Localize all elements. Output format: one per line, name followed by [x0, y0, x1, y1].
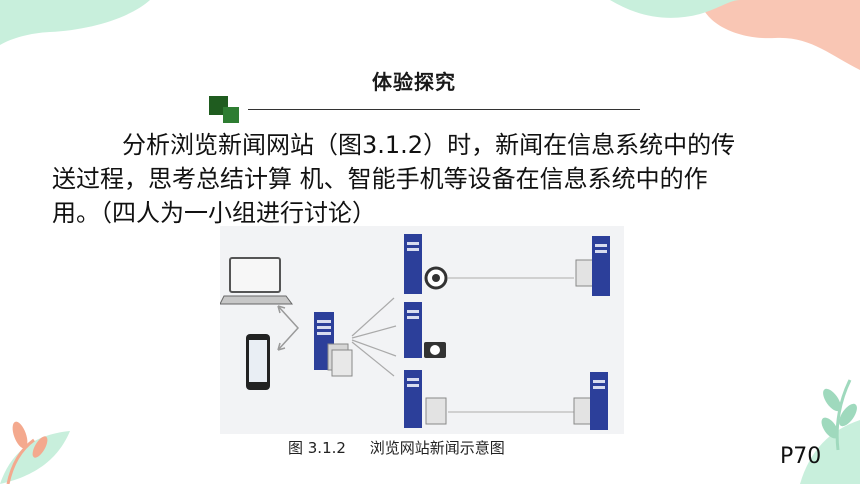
smartphone-icon	[246, 334, 270, 390]
paragraph-line: 分析浏览新闻网站（图3.1.2）时，新闻在信息系统中的传	[122, 131, 736, 159]
connection-lines	[351, 297, 397, 377]
page-number: P70	[780, 444, 822, 469]
top-right-peach-blob-decoration	[700, 0, 860, 70]
title-accent-square-light	[223, 107, 239, 123]
paragraph-line: 送过程，思考总结计算 机、智能手机等设备在信息系统中的作	[52, 165, 708, 193]
news-server-icon	[404, 234, 448, 294]
title-underline	[248, 109, 640, 110]
central-server-icon	[314, 312, 353, 377]
remote-server-icon	[575, 236, 610, 296]
instruction-paragraph: 分析浏览新闻网站（图3.1.2）时，新闻在信息系统中的传 送过程，思考总结计算 …	[52, 128, 812, 230]
device-arrows	[277, 305, 300, 351]
top-right-mint-wave-decoration	[610, 0, 740, 18]
document-server-icon	[404, 370, 447, 428]
slide-title: 体验探究	[372, 70, 456, 94]
paragraph-line: 用。（四人为一小组进行讨论）	[52, 199, 376, 227]
laptop-icon	[219, 257, 293, 305]
top-left-mint-wave-decoration	[0, 0, 150, 45]
figure-caption: 图 3.1.2 浏览网站新闻示意图	[288, 439, 505, 457]
remote-server-icon	[573, 372, 608, 430]
bottom-left-leaves-decoration	[0, 421, 70, 484]
camera-server-icon	[404, 302, 446, 358]
news-website-diagram	[219, 226, 624, 434]
bottom-right-leaves-decoration	[800, 379, 860, 484]
